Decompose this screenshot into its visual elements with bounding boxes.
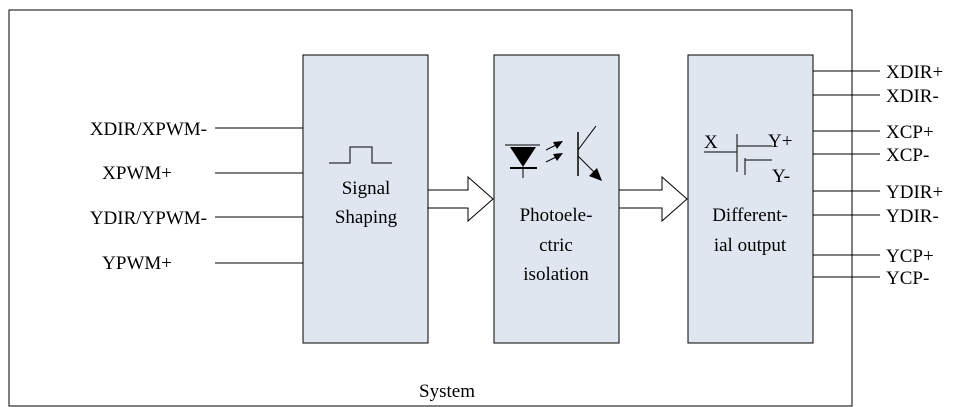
diff-symbol-output-plus-label: Y+	[768, 131, 792, 152]
differential-label-line2: ial output	[714, 235, 787, 256]
differential-output-block	[687, 54, 814, 344]
differential-driver-icon	[704, 134, 772, 175]
output-label-xcp-plus: XCP+	[886, 122, 934, 143]
output-label-xdir-plus: XDIR+	[886, 62, 943, 83]
signal-shaping-block	[302, 54, 429, 344]
optocoupler-icon	[505, 125, 602, 181]
photoelectric-label-line1: Photoele-	[520, 205, 593, 226]
differential-label-line1: Different-	[712, 205, 788, 226]
output-label-ydir-plus: YDIR+	[886, 182, 943, 203]
system-label: System	[419, 381, 475, 402]
output-label-ycp-plus: YCP+	[886, 246, 934, 267]
output-label-ydir-minus: YDIR-	[886, 206, 939, 227]
diff-symbol-input-label: X	[704, 132, 718, 153]
output-label-xdir-minus: XDIR-	[886, 86, 939, 107]
signal-shaping-label-line2: Shaping	[335, 207, 398, 228]
input-label-ypwm-plus: YPWM+	[102, 253, 172, 274]
photoelectric-label-line3: isolation	[523, 264, 589, 285]
flow-arrow-2	[618, 175, 688, 223]
signal-shaping-label-line1: Signal	[342, 178, 391, 199]
photoelectric-label-line2: ctric	[539, 235, 573, 256]
input-label-xdir-xpwm-minus: XDIR/XPWM-	[90, 119, 207, 140]
output-label-xcp-minus: XCP-	[886, 145, 929, 166]
output-label-ycp-minus: YCP-	[886, 268, 929, 289]
photoelectric-isolation-block	[493, 54, 620, 344]
square-pulse-icon	[329, 146, 392, 164]
flow-arrow-1	[427, 175, 494, 223]
input-label-xpwm-plus: XPWM+	[102, 163, 172, 184]
diff-symbol-output-minus-label: Y-	[772, 166, 790, 187]
input-label-ydir-ypwm-minus: YDIR/YPWM-	[90, 208, 207, 229]
